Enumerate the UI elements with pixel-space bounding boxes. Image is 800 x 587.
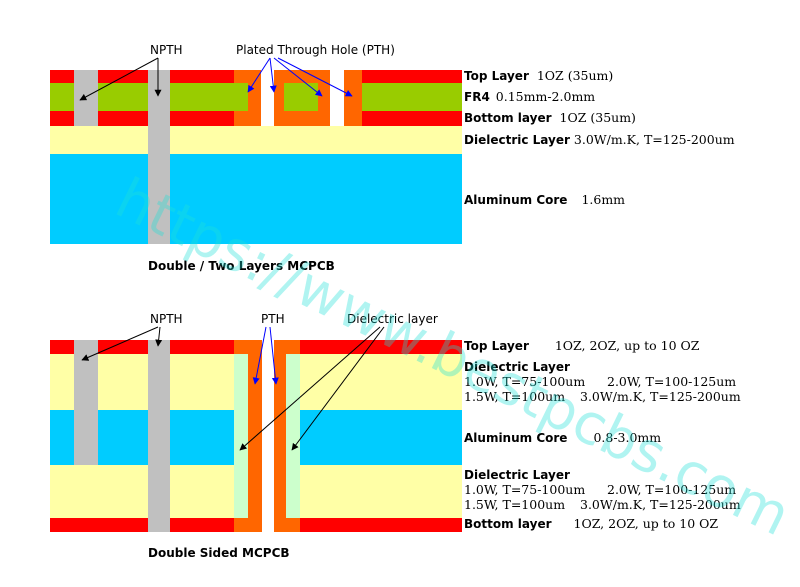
- d2-caption: Double Sided MCPCB: [148, 546, 290, 560]
- d1-pth-2-barrel: [330, 70, 344, 126]
- d2-pth-barrel: [262, 340, 274, 532]
- d2-dielectric-bottom-1b: 2.0W, T=100-125um: [607, 482, 736, 497]
- d2-npth-arrow-1: [81, 326, 159, 361]
- d2-dielectric-top-2b: 3.0W/m.K, T=125-200um: [580, 389, 741, 404]
- d2-npth-hole-small: [74, 340, 98, 465]
- d1-pth-arrow-2: [269, 57, 277, 93]
- d2-label-dielectric-top: Dielectric Layer: [464, 360, 570, 374]
- d2-dielectric-top-1b: 2.0W, T=100-125um: [607, 374, 736, 389]
- d2-dielectric-callout: Dielectric layer: [347, 312, 438, 326]
- d2-pth-dielectric-right: [286, 354, 300, 518]
- d1-npth-callout: NPTH: [150, 43, 183, 57]
- d2-label-dielectric-bottom: Dielectric Layer: [464, 468, 570, 482]
- d2-npth-callout: NPTH: [150, 312, 183, 326]
- d2-dielectric-arrow-1: [239, 326, 381, 451]
- diagram-two-layer: NPTH Plated Through Hole (PTH) Top Layer…: [50, 43, 735, 273]
- d2-npth-hole-through: [148, 340, 170, 532]
- d2-dielectric-bottom-2a: 1.5W, T=100um: [464, 497, 565, 512]
- d1-pth-arrow-1: [247, 57, 271, 93]
- d1-dielectric-layer: [50, 126, 462, 154]
- d1-pth-1-inner-plating: [248, 83, 261, 111]
- d2-dielectric-bottom-1a: 1.0W, T=75-100um: [464, 482, 585, 497]
- d1-caption: Double / Two Layers MCPCB: [148, 259, 335, 273]
- d2-npth-arrow-2: [155, 326, 163, 347]
- d2-pth-arrow-2: [269, 326, 279, 385]
- d2-pth-callout: PTH: [261, 312, 285, 326]
- d1-pth-arrow-4: [277, 57, 353, 97]
- d2-pth-arrow-1: [252, 326, 267, 385]
- d2-dielectric-top-2a: 1.5W, T=100um: [464, 389, 565, 404]
- d2-pth-dielectric-left: [234, 354, 248, 518]
- d2-dielectric-bottom-2b: 3.0W/m.K, T=125-200um: [580, 497, 741, 512]
- d1-npth-hole-small: [74, 70, 98, 126]
- d1-pth-1-barrel: [261, 70, 274, 126]
- d1-npth-hole-through: [148, 70, 170, 244]
- d1-aluminum-core: [50, 154, 462, 244]
- d1-fr4-left-restore: [98, 83, 148, 111]
- d2-dielectric-arrow-2: [291, 326, 385, 451]
- d1-npth-arrow-1: [79, 57, 159, 101]
- d1-pth-callout: Plated Through Hole (PTH): [236, 43, 395, 57]
- d1-fr4-right: [362, 83, 462, 111]
- d1-pth-middle-fr4: [284, 83, 318, 111]
- d1-pth-arrow-3: [273, 57, 323, 97]
- d1-fr4-mid-restore: [170, 83, 248, 111]
- d2-dielectric-top-1a: 1.0W, T=75-100um: [464, 374, 585, 389]
- d1-pth-2-inner-plating: [344, 83, 352, 111]
